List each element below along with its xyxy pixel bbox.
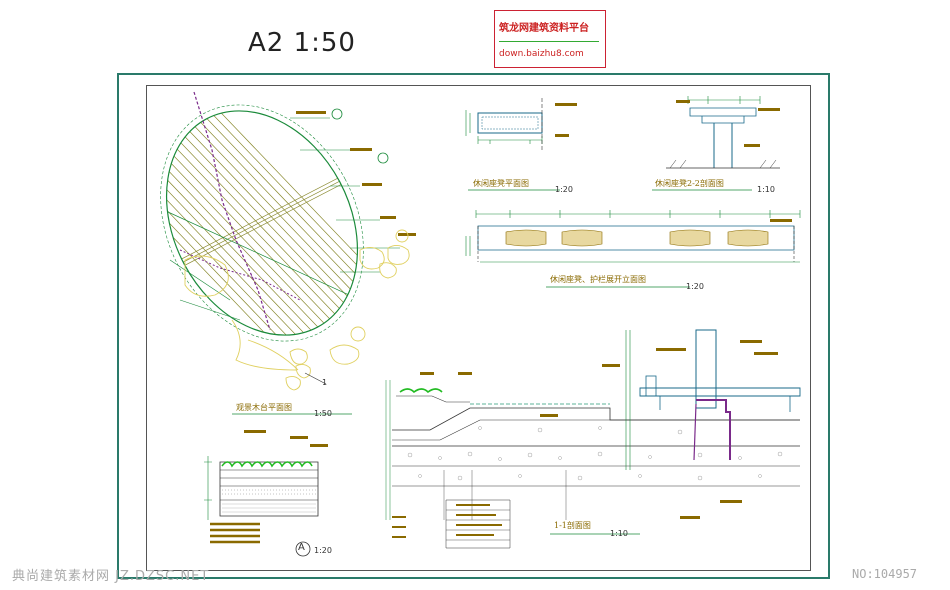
gravel-fill	[407, 426, 783, 481]
plan-scale: 1:50	[314, 409, 332, 418]
bench-plan-caption: 休闲座凳平面图	[473, 179, 529, 188]
plan-section-marker: 1	[322, 378, 328, 387]
bench-plan	[465, 98, 577, 191]
detail-a-scale: 1:20	[314, 546, 332, 555]
bench-section	[652, 96, 780, 191]
plan-dimensions	[169, 117, 400, 321]
section-scale: 1:10	[610, 529, 628, 538]
section-caption: 1-1剖面图	[554, 521, 591, 530]
deck-plan	[128, 77, 416, 391]
detail-a-marker: A	[298, 542, 305, 553]
sheet-title: A2 1:50	[248, 28, 356, 58]
deck-outline	[165, 110, 359, 336]
plan-notes	[296, 111, 416, 236]
logo-rule	[499, 41, 599, 42]
bench-section-scale: 1:10	[757, 185, 775, 194]
cut-line	[193, 91, 271, 331]
rocks-and-trees	[184, 229, 410, 391]
inner-frame	[146, 85, 811, 571]
logo-title: 筑龙网建筑资料平台	[499, 23, 589, 34]
logo-url: down.baizhu8.com	[499, 49, 584, 59]
grid-line	[179, 249, 301, 301]
bench-seats	[505, 229, 769, 247]
bench-elevation	[465, 210, 801, 288]
outer-frame	[117, 73, 830, 579]
plan-caption: 观景木台平面图	[236, 403, 292, 412]
bench-section-caption: 休闲座凳2-2剖面图	[655, 179, 724, 188]
bench-plan-scale: 1:20	[555, 185, 573, 194]
watermark-right: NO:104957	[852, 567, 918, 581]
elevation-scale: 1:20	[686, 282, 704, 291]
section-1-1	[385, 329, 801, 549]
watermark-left: 典尚建筑素材网 JZ.DZSC.NET	[12, 569, 210, 584]
publisher-logo: 筑龙网建筑资料平台 down.baizhu8.com	[494, 10, 606, 68]
deck-rail	[160, 104, 364, 342]
elevation-caption: 休闲座凳、护栏展开立面图	[550, 275, 646, 284]
detail-a	[204, 430, 328, 557]
